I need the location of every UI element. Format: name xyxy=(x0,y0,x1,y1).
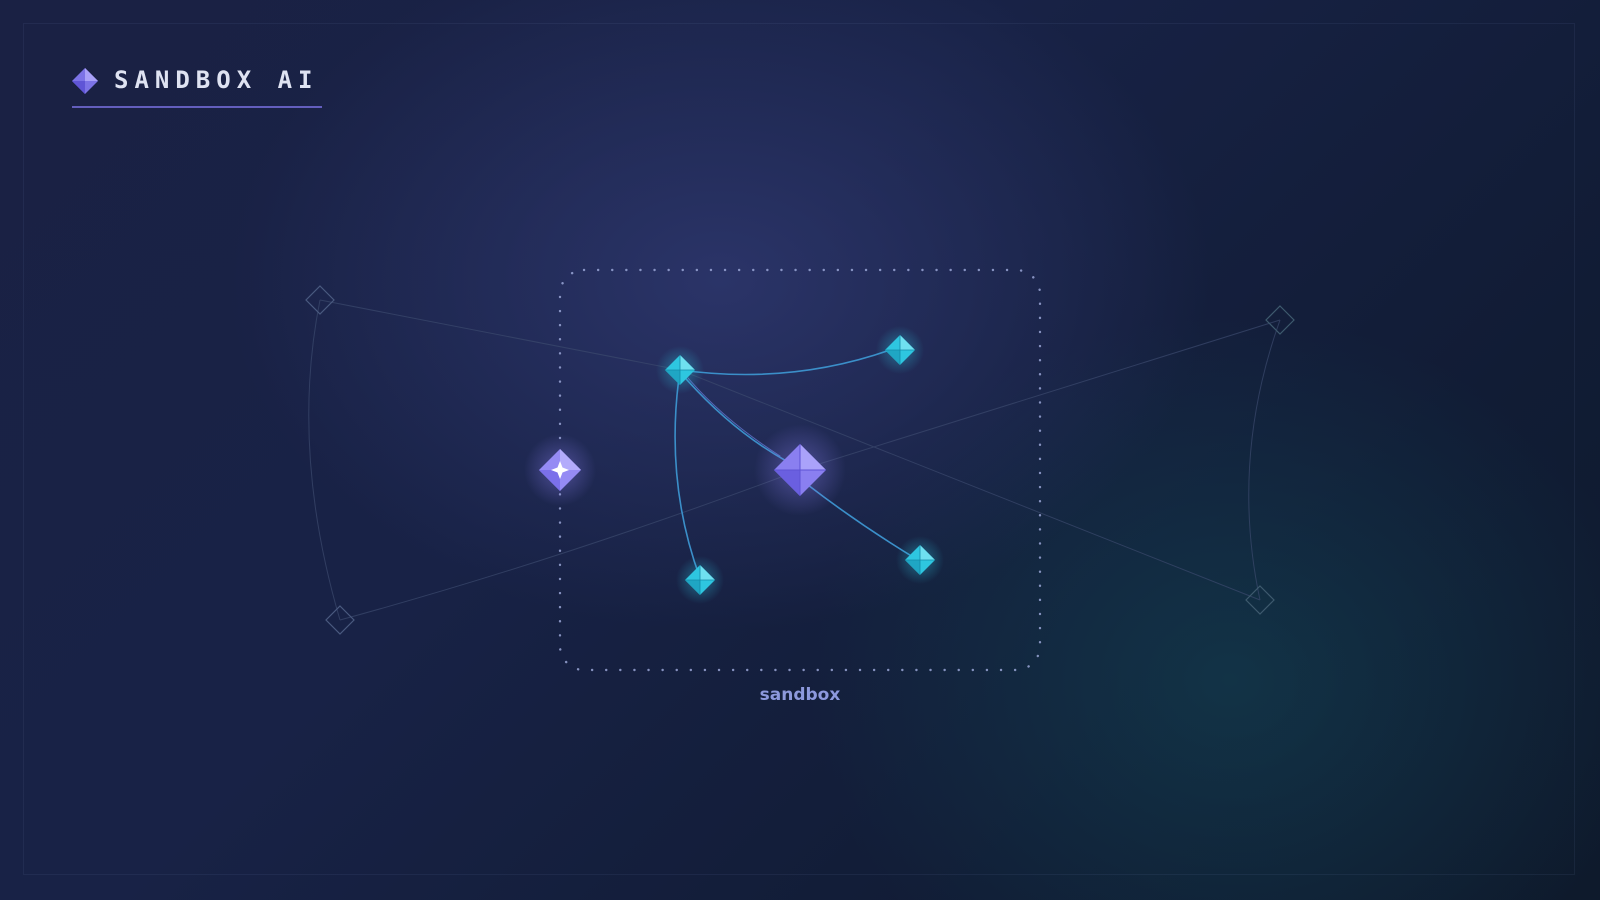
brand-title: SANDBOX AI xyxy=(114,66,319,94)
outline-diamond-icon xyxy=(1265,305,1295,335)
node-c[interactable] xyxy=(676,556,724,604)
hub-diamond-icon xyxy=(774,444,826,496)
cyan-diamond-icon xyxy=(685,565,715,595)
diamond-logo-icon xyxy=(72,68,98,94)
cyan-diamond-icon xyxy=(885,335,915,365)
node-d[interactable] xyxy=(896,536,944,584)
ghost-link xyxy=(1248,319,1281,601)
page-frame xyxy=(23,23,1575,875)
hub-node[interactable] xyxy=(754,424,846,516)
ghost-node-3 xyxy=(1265,305,1295,335)
cyan-diamond-icon xyxy=(665,355,695,385)
cyan-diamond-icon xyxy=(905,545,935,575)
ghost-node-1 xyxy=(305,285,335,315)
outline-diamond-icon xyxy=(305,285,335,315)
sandbox-label: sandbox xyxy=(760,685,841,705)
agent-node[interactable] xyxy=(524,434,596,506)
link-node-a-node-b xyxy=(679,349,891,376)
ghost-network xyxy=(308,299,1281,621)
agent-sparkle-diamond-icon xyxy=(539,449,581,491)
ghost-link xyxy=(799,319,1281,471)
ghost-link xyxy=(308,299,341,621)
link-node-a-node-c xyxy=(674,369,701,579)
node-a[interactable] xyxy=(656,346,704,394)
ghost-node-2 xyxy=(325,605,355,635)
brand-header: SANDBOX AI xyxy=(72,62,322,108)
ghost-node-4 xyxy=(1245,585,1275,615)
ghost-link xyxy=(319,299,681,371)
outline-diamond-icon xyxy=(325,605,355,635)
ghost-link xyxy=(339,469,801,621)
ghost-link xyxy=(679,369,1261,601)
node-b[interactable] xyxy=(876,326,924,374)
outline-diamond-icon xyxy=(1245,585,1275,615)
